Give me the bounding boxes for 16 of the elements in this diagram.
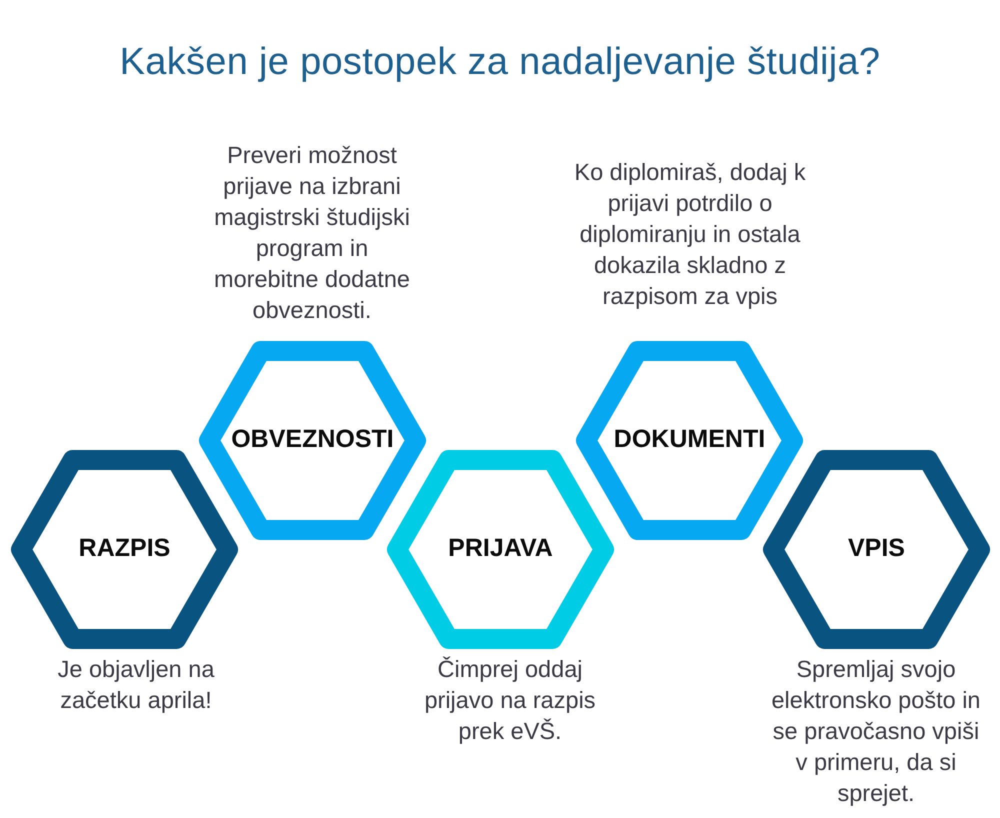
step-description: Je objavljen na začetku aprila! <box>56 655 216 715</box>
step-label: VPIS <box>847 532 906 562</box>
hexagon-node <box>198 341 427 540</box>
step-description: Preveri možnost prijave na izbrani magistrski študijski program in morebitne dodatne obveznosti. <box>213 141 411 325</box>
step-description: Spremljaj svojo elektronsko pošto in se pravočasno vpiši v primeru, da si sprejet. <box>770 655 982 808</box>
step-label: OBVEZNOSTI <box>230 424 395 454</box>
step-label: DOKUMENTI <box>612 424 766 454</box>
hexagon-node <box>10 450 239 649</box>
title: Kakšen je postopek za nadaljevanje študija? <box>118 40 882 85</box>
hexagon-node <box>762 450 991 649</box>
step-description: Ko diplomiraš, dodaj k prijavi potrdilo o diplomiranju in ostala dokazila skladno z razpisom za vpis <box>573 158 807 311</box>
hexagon-node <box>386 450 615 649</box>
step-label: RAZPIS <box>78 532 172 562</box>
hexagon-node <box>575 341 804 540</box>
step-description: Čimprej oddaj prijavo na razpis prek eVŠ. <box>423 655 597 746</box>
step-label: PRIJAVA <box>447 532 554 562</box>
